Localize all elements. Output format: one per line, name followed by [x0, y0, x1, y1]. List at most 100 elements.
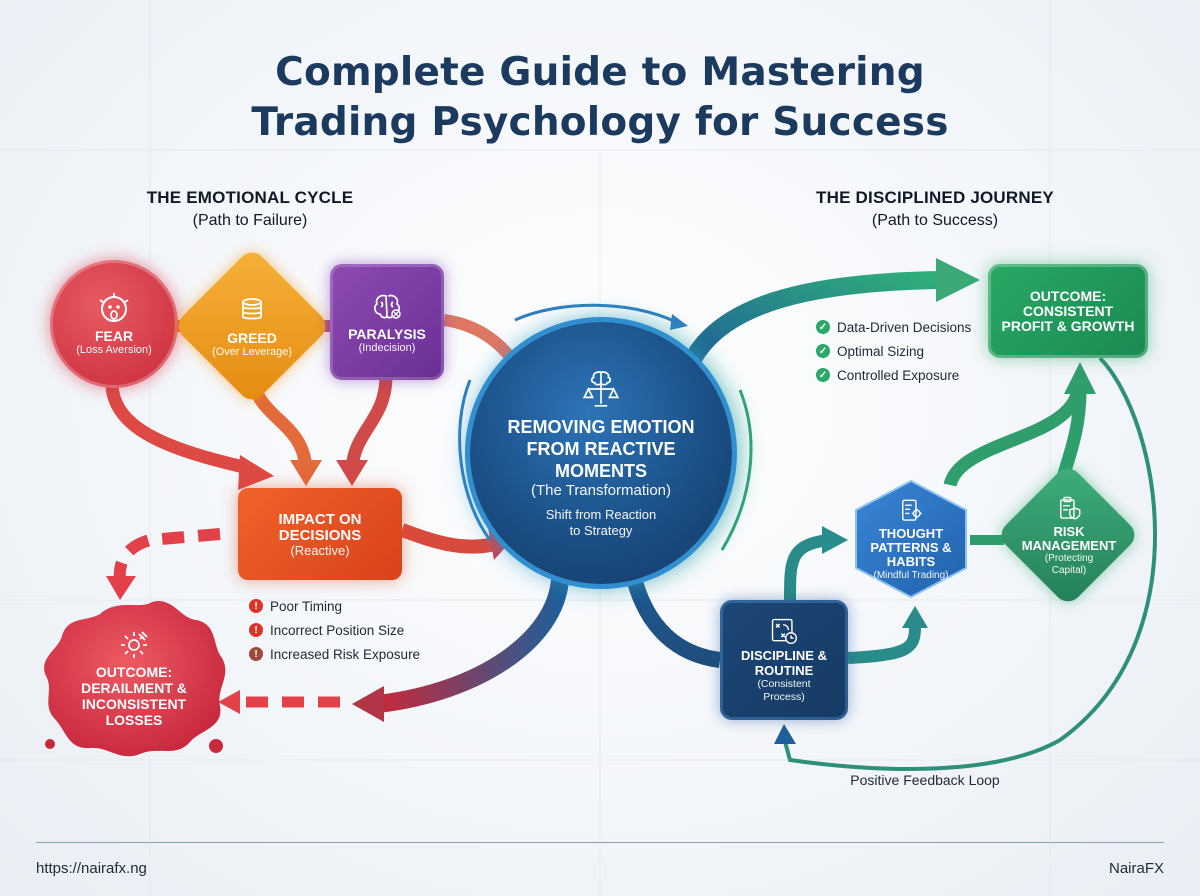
page-title: Complete Guide to Mastering Trading Psyc… [0, 48, 1200, 148]
list-item: ✓ Data-Driven Decisions [816, 315, 971, 339]
feedback-loop-line [782, 356, 1157, 771]
discipline-to-thought-lower-arrow [847, 627, 921, 664]
success-up-arrowhead [1064, 362, 1096, 394]
dashed-arrowhead-derailment [106, 576, 136, 600]
center-arc-left [458, 379, 492, 541]
success-line-2: CONSISTENT [1022, 302, 1114, 319]
brain-scale-icon [582, 370, 620, 407]
benefit-text: Controlled Exposure [837, 367, 960, 383]
title-line-2: Trading Psychology for Success [251, 100, 949, 145]
brain-icon [374, 294, 401, 319]
dashed-arrow-to-derailment [113, 528, 221, 581]
paralysis-node: PARALYSIS (Indecision) [330, 264, 444, 380]
discipline-routine-node: DISCIPLINE & ROUTINE (Consistent Process… [720, 600, 848, 720]
broken-gear-icon [121, 631, 148, 658]
feedback-loop-label: Positive Feedback Loop [850, 772, 1000, 788]
discipline-line-2: ROUTINE [754, 663, 814, 678]
splat-shape [44, 600, 226, 757]
alert-icon: ! [249, 599, 263, 613]
list-item: ! Incorrect Position Size [249, 618, 420, 642]
thought-patterns-node: THOUGHT PATTERNS & HABITS (Mindful Tradi… [852, 478, 970, 600]
paralysis-label: PARALYSIS [348, 325, 426, 342]
thought-line-2: PATTERNS & [870, 539, 952, 555]
discipline-sublabel-line-2: Process) [763, 691, 805, 703]
consequence-text: Increased Risk Exposure [270, 646, 421, 662]
derailment-line-1: OUTCOME: [95, 664, 173, 680]
emotional-cycle-subtitle: (Path to Failure) [192, 212, 308, 229]
derailment-line-3: INCONSISTENT [81, 696, 187, 712]
notebook-gear-icon [902, 499, 922, 521]
derailment-line-4: LOSSES [105, 712, 163, 728]
footer-url-link[interactable]: https://nairafx.ng [36, 860, 147, 877]
footer-brand: NairaFX [1108, 860, 1164, 877]
list-item: ! Poor Timing [249, 594, 420, 618]
fear-sublabel: (Loss Aversion) [76, 343, 152, 356]
emotional-cycle-heading: THE EMOTIONAL CYCLE (Path to Failure) [120, 188, 380, 230]
clipboard-shield-icon [1060, 496, 1081, 520]
thought-to-success-arrow [943, 388, 1085, 488]
center-to-success-arrow [681, 271, 941, 370]
list-item: ! Increased Risk Exposure [249, 642, 420, 666]
title-line-1: Complete Guide to Mastering [275, 50, 925, 95]
fear-label: FEAR [94, 327, 134, 344]
thought-sublabel: (Mindful Trading) [873, 569, 949, 581]
center-arc-top-arrowhead [670, 314, 688, 330]
greed-sublabel: (Over Leverage) [211, 345, 293, 358]
center-arc-right [720, 389, 753, 551]
risk-sublabel-line-1: (Protecting [1044, 553, 1094, 564]
disciplined-journey-heading: THE DISCIPLINED JOURNEY (Path to Success… [795, 188, 1075, 230]
discipline-to-thought-arrow [784, 534, 829, 601]
impact-to-center-arrow [399, 523, 497, 554]
impact-label-line-2: DECISIONS [278, 526, 362, 544]
center-to-left-swoosh [376, 578, 569, 713]
hexagon-shape [855, 479, 967, 599]
benefits-list: ✓ Data-Driven Decisions ✓Optimal Sizing ✓… [816, 315, 971, 387]
derailment-outcome-node: OUTCOME: DERAILMENT & INCONSISTENT LOSSE… [40, 596, 228, 760]
success-line-3: PROFIT & GROWTH [1001, 317, 1135, 334]
discipline-sublabel-line-1: (Consistent [757, 678, 811, 690]
discipline-line-1: DISCIPLINE & [741, 648, 827, 663]
strategy-clock-icon [771, 618, 798, 645]
greed-node: GREED (Over Leverage) [176, 262, 328, 390]
thought-line-3: HABITS [886, 553, 936, 569]
check-icon: ✓ [816, 320, 830, 334]
thought-line-1: THOUGHT [878, 525, 944, 541]
success-arrowhead [936, 258, 980, 302]
consequence-text: Incorrect Position Size [270, 622, 405, 638]
center-line-1: REMOVING EMOTION [507, 416, 695, 437]
alert-icon: ! [249, 623, 263, 637]
risk-management-node: RISK MANAGEMENT (Protecting Capital) [996, 476, 1142, 596]
fear-node: FEAR (Loss Aversion) [50, 260, 178, 388]
footer-divider [36, 842, 1164, 843]
disciplined-journey-title: THE DISCIPLINED JOURNEY [816, 188, 1054, 207]
list-item: ✓ Controlled Exposure [816, 363, 971, 387]
benefit-text: Data-Driven Decisions [837, 319, 972, 335]
paralysis-sublabel: (Indecision) [358, 341, 416, 354]
center-desc-line-1: Shift from Reaction [545, 506, 657, 522]
left-swoosh-arrowhead [352, 686, 384, 722]
disciplined-journey-subtitle: (Path to Success) [871, 212, 999, 229]
center-line-2: FROM REACTIVE [526, 438, 676, 459]
risk-line-2: MANAGEMENT [1021, 538, 1117, 553]
center-sublabel: (The Transformation) [530, 481, 672, 499]
center-desc-line-2: to Strategy [569, 522, 633, 538]
alert-icon: ! [249, 647, 263, 661]
consequence-text: Poor Timing [270, 598, 343, 614]
impact-label-line-1: IMPACT ON [278, 510, 362, 528]
arrow-heads-impact [238, 455, 368, 490]
list-item: ✓Optimal Sizing [816, 339, 971, 363]
check-icon: ✓ [816, 368, 830, 382]
greed-label: GREED [227, 329, 277, 346]
impact-sublabel: (Reactive) [290, 542, 350, 558]
dashed-arrowhead-bottom [218, 690, 240, 714]
center-arc-top [514, 303, 677, 324]
discipline-to-thought-lower-arrowhead [902, 606, 928, 628]
transformation-center-node: REMOVING EMOTION FROM REACTIVE MOMENTS (… [470, 322, 732, 584]
coin-stack-icon [242, 297, 262, 319]
impact-on-decisions-node: IMPACT ON DECISIONS (Reactive) [238, 488, 402, 580]
risk-sublabel-line-2: Capital) [1051, 565, 1087, 576]
derailment-line-2: DERAILMENT & [81, 680, 187, 696]
risk-line-1: RISK [1053, 524, 1085, 539]
success-outcome-node: OUTCOME: CONSISTENT PROFIT & GROWTH [988, 264, 1148, 358]
feedback-loop-arrowhead [774, 724, 796, 744]
